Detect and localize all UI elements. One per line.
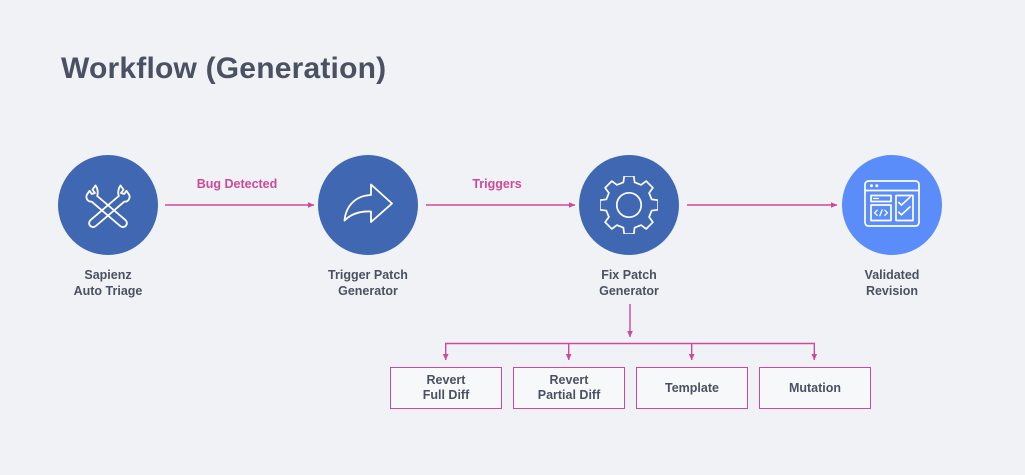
code-review-window-icon: [862, 178, 922, 232]
node-circle-validated-revision: [842, 155, 942, 255]
strategy-label-template: Template: [665, 380, 719, 395]
node-trigger-patch-generator[interactable]: Trigger Patch Generator: [318, 155, 418, 299]
edge-label-bug-detected: Bug Detected: [196, 177, 278, 191]
node-validated-revision[interactable]: Validated Revision: [842, 155, 942, 299]
crossed-wrenches-icon: [79, 176, 137, 234]
strategy-label-mutation: Mutation: [788, 380, 842, 395]
curved-arrow-icon: [338, 177, 398, 233]
node-label-validated-revision: Validated Revision: [864, 268, 920, 298]
strategy-label-revert-partial-diff: Revert Partial Diff: [537, 373, 601, 402]
strategy-box-mutation[interactable]: Mutation: [759, 367, 871, 409]
edge-label-triggers: Triggers: [472, 177, 522, 191]
node-circle-sapienz-auto-triage: [58, 155, 158, 255]
strategy-label-revert-full-diff: Revert Full Diff: [422, 373, 470, 402]
page-title: Workflow (Generation): [61, 52, 387, 85]
strategy-box-revert-partial-diff[interactable]: Revert Partial Diff: [513, 367, 625, 409]
strategy-box-template[interactable]: Template: [636, 367, 748, 409]
node-sapienz-auto-triage[interactable]: Sapienz Auto Triage: [58, 155, 158, 299]
node-label-sapienz-auto-triage: Sapienz Auto Triage: [73, 268, 143, 298]
strategy-box-revert-full-diff[interactable]: Revert Full Diff: [390, 367, 502, 409]
node-circle-trigger-patch-generator: [318, 155, 418, 255]
node-label-trigger-patch-generator: Trigger Patch Generator: [328, 268, 408, 298]
gear-icon: [600, 176, 658, 234]
node-label-fix-patch-generator: Fix Patch Generator: [599, 268, 659, 298]
node-fix-patch-generator[interactable]: Fix Patch Generator: [579, 155, 679, 299]
node-circle-fix-patch-generator: [579, 155, 679, 255]
